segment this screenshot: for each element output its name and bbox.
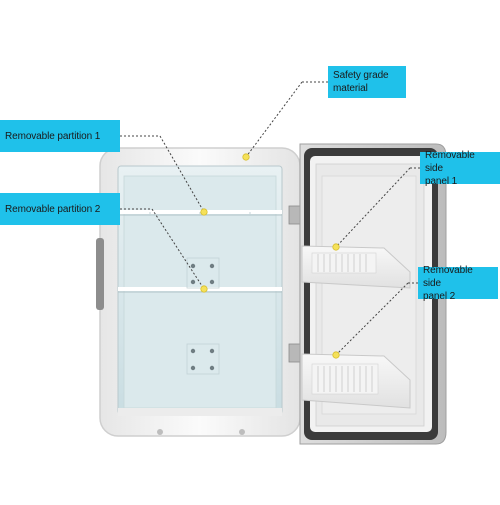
callout-safety-grade-text: Safety grade material [333,70,389,94]
side-handle [96,238,104,310]
fridge-cabinet [96,147,301,437]
callout-side-panel-1-text: Removable side panel 1 [425,149,475,187]
fridge-door [299,143,447,445]
marker-dots [200,153,340,359]
callout-side-panel-2-text: Removable side panel 2 [423,264,473,302]
callout-side-panel-2: Removable side panel 2 [418,265,498,302]
callout-partition-1-text: Removable partition 1 [5,130,101,142]
callout-side-panel-1: Removable side panel 1 [420,150,500,187]
door-side-panel-1 [301,245,411,289]
callout-partition-1: Removable partition 1 [0,120,120,152]
callout-safety-grade: Safety grade material [328,66,406,98]
door-hinges [288,205,302,363]
wall-bracket-screws [190,263,215,371]
callout-partition-2: Removable partition 2 [0,193,120,225]
callout-leader-lines [120,81,420,356]
door-side-panel-2 [301,353,411,409]
callout-partition-2-text: Removable partition 2 [5,203,101,215]
